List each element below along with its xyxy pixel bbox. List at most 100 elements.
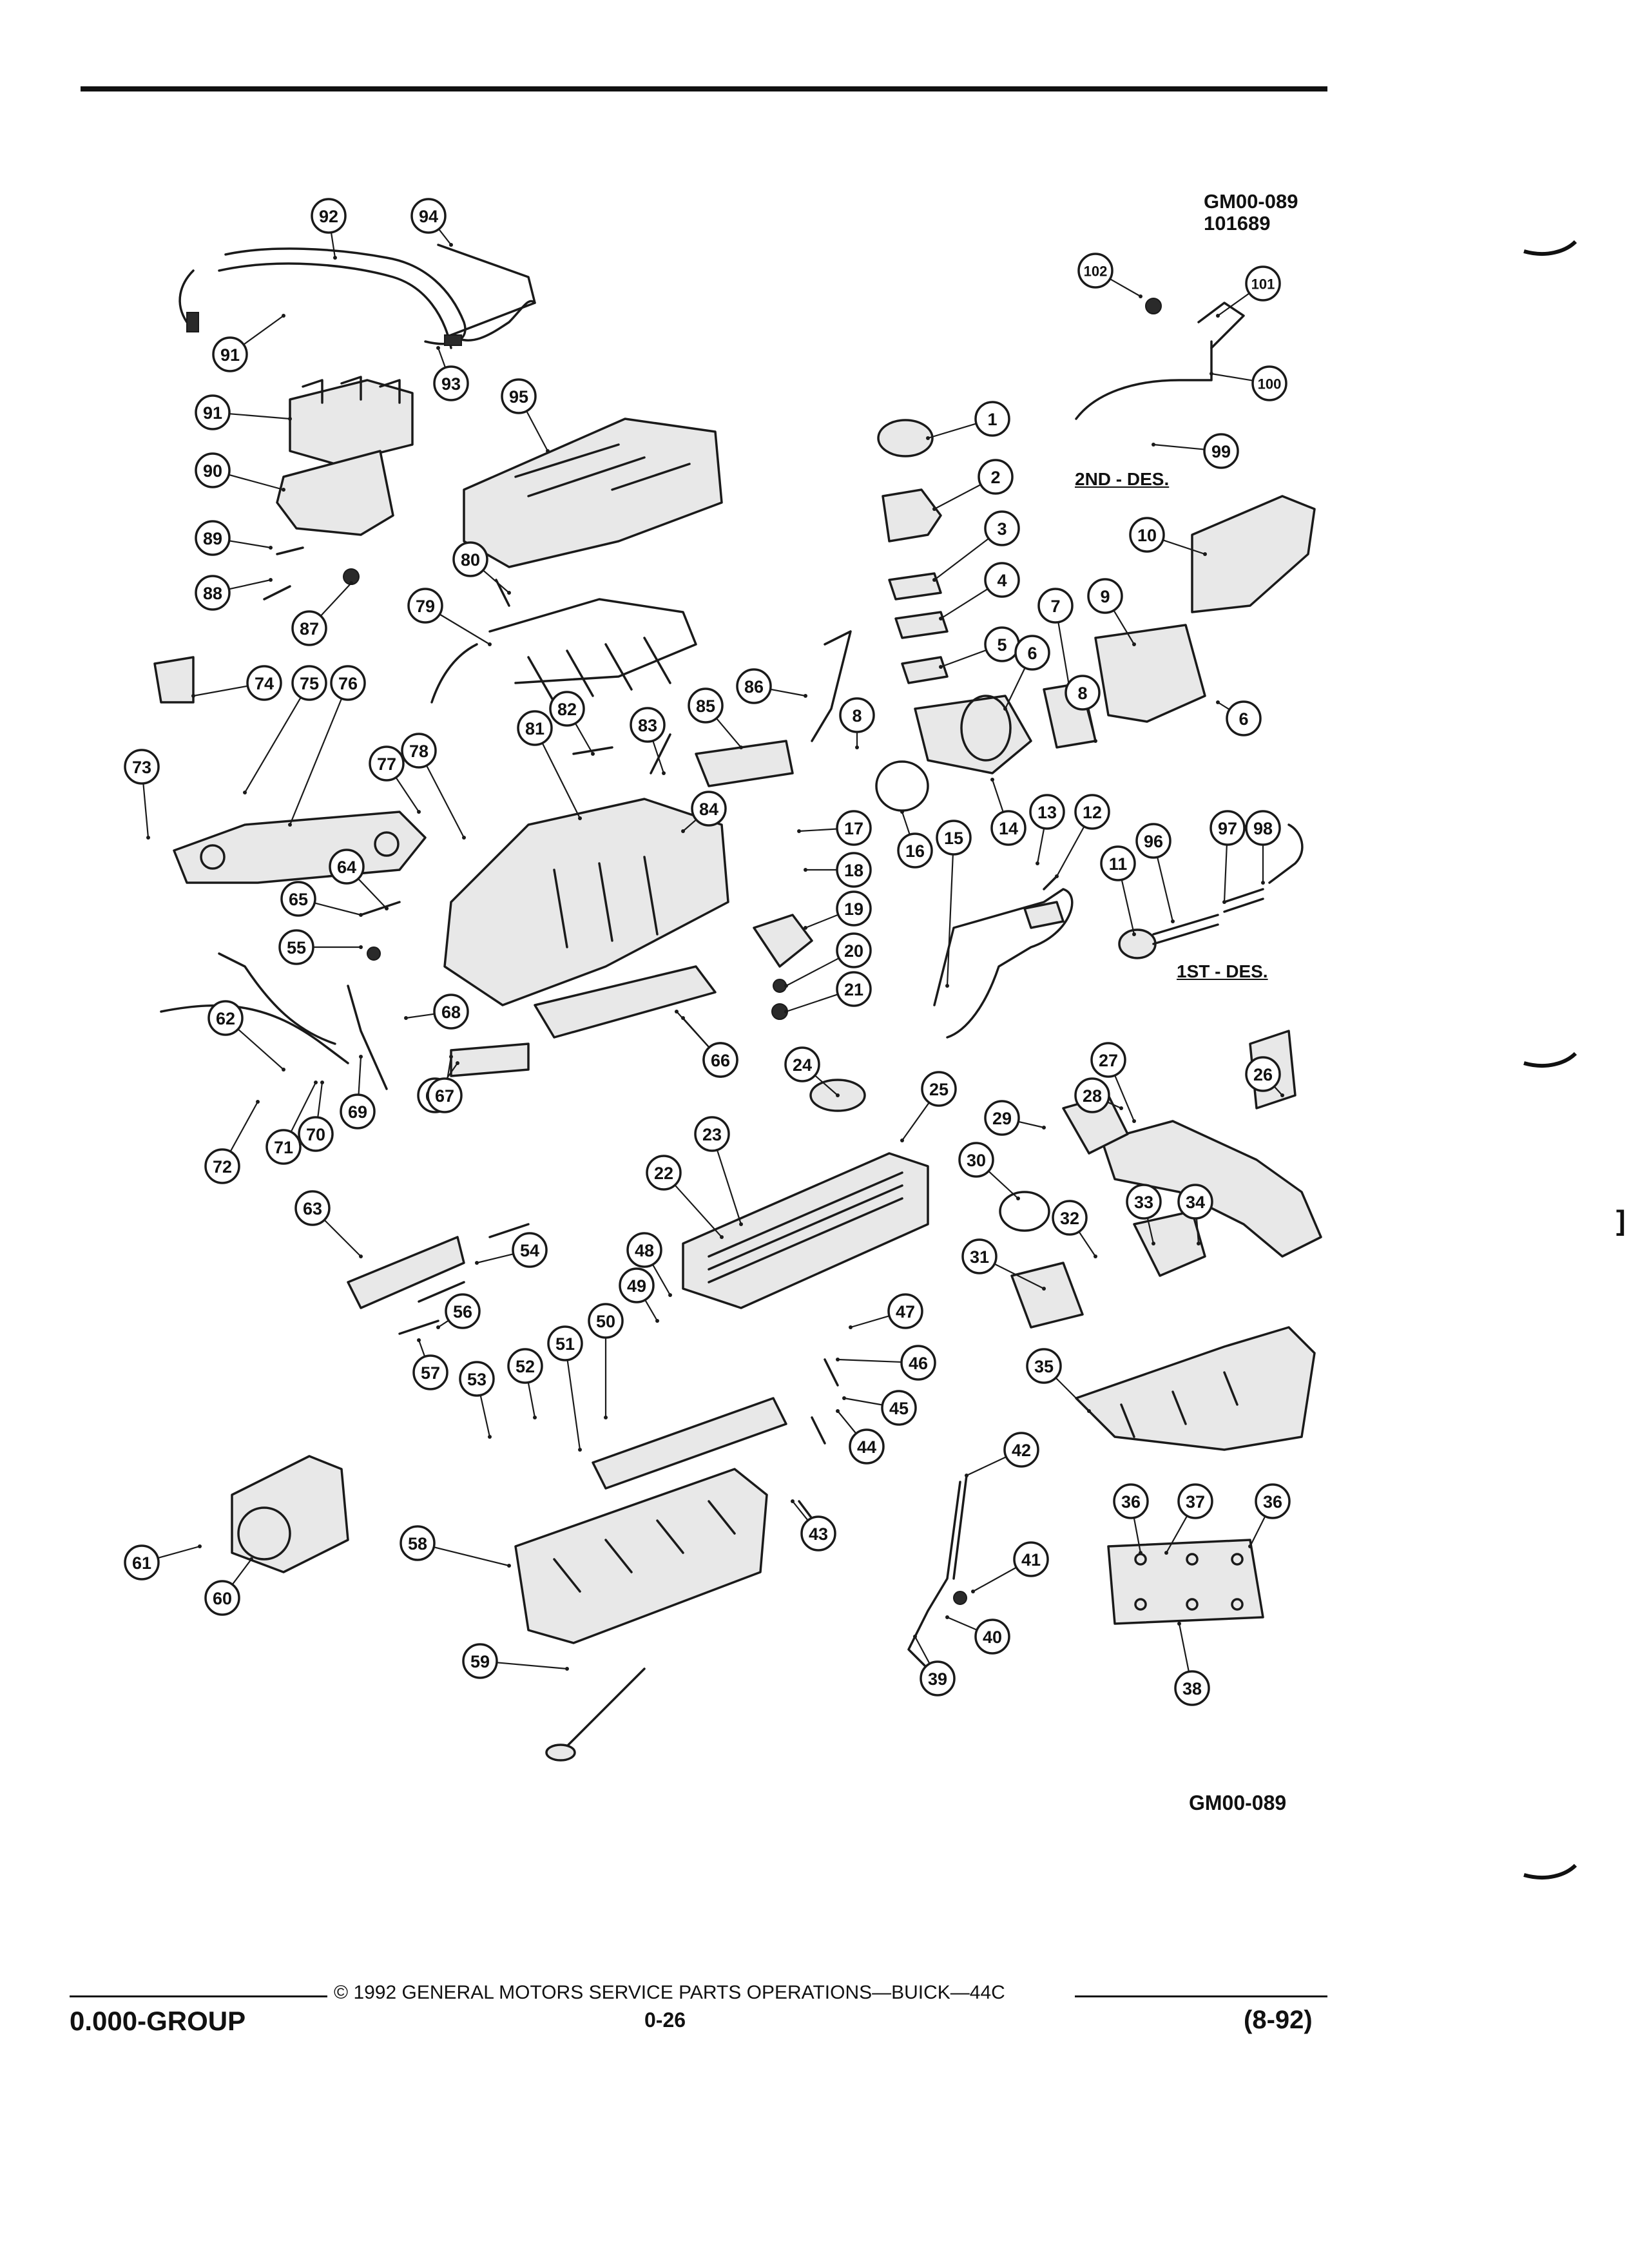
callout-number: 43 <box>809 1524 828 1544</box>
binding-tick-mark <box>1523 1052 1577 1068</box>
callout-circle <box>1126 1184 1162 1220</box>
callout-circle <box>702 1042 738 1078</box>
callout-4: 4 <box>939 562 1020 620</box>
callout-leader-tip <box>1171 919 1175 923</box>
callout-leader-line <box>1086 708 1097 742</box>
callout-circle <box>1245 810 1281 846</box>
callout-number: 36 <box>1263 1492 1282 1512</box>
callout-circle <box>626 1232 662 1268</box>
callout-21: 21 <box>784 971 872 1014</box>
callout-circle <box>207 1000 244 1036</box>
callout-leader-tip <box>404 1016 408 1020</box>
callout-circle <box>1087 578 1123 614</box>
callout-17: 17 <box>797 810 872 846</box>
callout-leader-line <box>1217 702 1230 711</box>
callout-leader-line <box>991 779 1004 812</box>
callout-34: 34 <box>1177 1184 1213 1245</box>
callout-circle <box>958 1142 994 1178</box>
callout-8: 8 <box>1065 675 1101 743</box>
callout-leader-tip <box>971 1590 975 1593</box>
callout-leader-line <box>644 1299 658 1321</box>
callout-circle <box>452 541 488 577</box>
callout-number: 54 <box>520 1241 539 1260</box>
callout-number: 95 <box>509 387 528 407</box>
figure-date-code: 101689 <box>1204 212 1271 235</box>
page-number: 0-26 <box>644 2008 686 2032</box>
callout-leader-line <box>1162 539 1206 555</box>
callout-leader-tip <box>1094 739 1097 743</box>
callout-leader-tip <box>932 507 936 511</box>
callout-leader-line <box>988 1170 1019 1199</box>
callout-leader-line <box>405 1013 435 1019</box>
callout-leader-line <box>1166 1515 1188 1553</box>
callout-98: 98 <box>1245 810 1281 885</box>
callout-leader-line <box>289 698 343 825</box>
callout-leader-line <box>901 1102 930 1141</box>
small-hardware <box>160 579 1206 1528</box>
callout-number: 12 <box>1083 803 1102 822</box>
callout-leader-line <box>1133 1517 1142 1553</box>
callout-leader-tip <box>1203 552 1207 556</box>
callout-circle <box>1100 845 1136 881</box>
callout-number: 100 <box>1258 376 1282 392</box>
callout-number: 25 <box>929 1080 949 1099</box>
callout-leader-tip <box>288 823 292 827</box>
callout-circle <box>501 378 537 414</box>
callout-leader-tip <box>900 1139 904 1142</box>
callout-leader-tip <box>791 1499 795 1503</box>
callout-16: 16 <box>897 810 933 869</box>
ignition-wire-harness <box>178 244 536 349</box>
callout-leader-line <box>940 588 988 619</box>
callout-leader-line <box>1156 857 1174 922</box>
callout-number: 13 <box>1037 803 1057 822</box>
callout-50: 50 <box>588 1303 624 1419</box>
callout-leader-line <box>651 1264 671 1296</box>
callout-leader-line <box>786 994 838 1013</box>
callout-59: 59 <box>462 1643 569 1679</box>
callout-96: 96 <box>1135 823 1175 923</box>
callout-circle <box>433 994 469 1030</box>
callout-circle <box>212 336 248 372</box>
callout-36: 36 <box>1248 1483 1291 1548</box>
water-pump <box>231 1455 349 1573</box>
callout-leader-line <box>157 1545 200 1559</box>
callout-number: 28 <box>1083 1086 1102 1106</box>
callout-leader-tip <box>359 1055 363 1059</box>
callout-number: 47 <box>896 1302 915 1321</box>
callout-97: 97 <box>1210 810 1246 904</box>
callout-leader-line <box>231 1559 252 1585</box>
callout-number: 92 <box>319 207 338 226</box>
callout-circle <box>298 1116 334 1152</box>
callout-circle <box>688 687 724 724</box>
callout-leader-tip <box>249 1557 253 1561</box>
callout-leader-tip <box>784 984 788 988</box>
callout-number: 5 <box>997 635 1007 655</box>
callout-circle <box>427 1077 463 1113</box>
callout-circle <box>433 365 469 401</box>
callout-number: 48 <box>635 1241 654 1260</box>
callout-circle <box>1065 675 1101 711</box>
callout-leader-line <box>946 854 954 986</box>
callout-circle <box>204 1580 240 1616</box>
callout-circle <box>369 745 405 782</box>
callout-leader-tip <box>836 1409 840 1413</box>
callout-51: 51 <box>547 1325 583 1452</box>
callout-circle <box>1174 1670 1210 1706</box>
callout-circle <box>961 1238 998 1274</box>
callout-leader-tip <box>282 1068 285 1072</box>
callout-82: 82 <box>549 691 595 756</box>
figure-id-bottom: GM00-089 <box>1189 1791 1287 1814</box>
callout-circle <box>646 1155 682 1191</box>
callout-circle <box>984 510 1020 546</box>
callout-number: 8 <box>852 706 862 726</box>
callout-number: 44 <box>857 1437 876 1457</box>
callout-number: 31 <box>970 1247 989 1267</box>
callout-102: 102 <box>1077 253 1142 298</box>
callout-35: 35 <box>1026 1348 1091 1413</box>
callout-leader-tip <box>488 642 492 646</box>
callout-leader-line <box>652 740 665 774</box>
callout-76: 76 <box>288 665 366 827</box>
callout-leader-tip <box>449 1055 453 1059</box>
fuel-rail <box>430 598 697 704</box>
callout-circle <box>974 401 1010 437</box>
